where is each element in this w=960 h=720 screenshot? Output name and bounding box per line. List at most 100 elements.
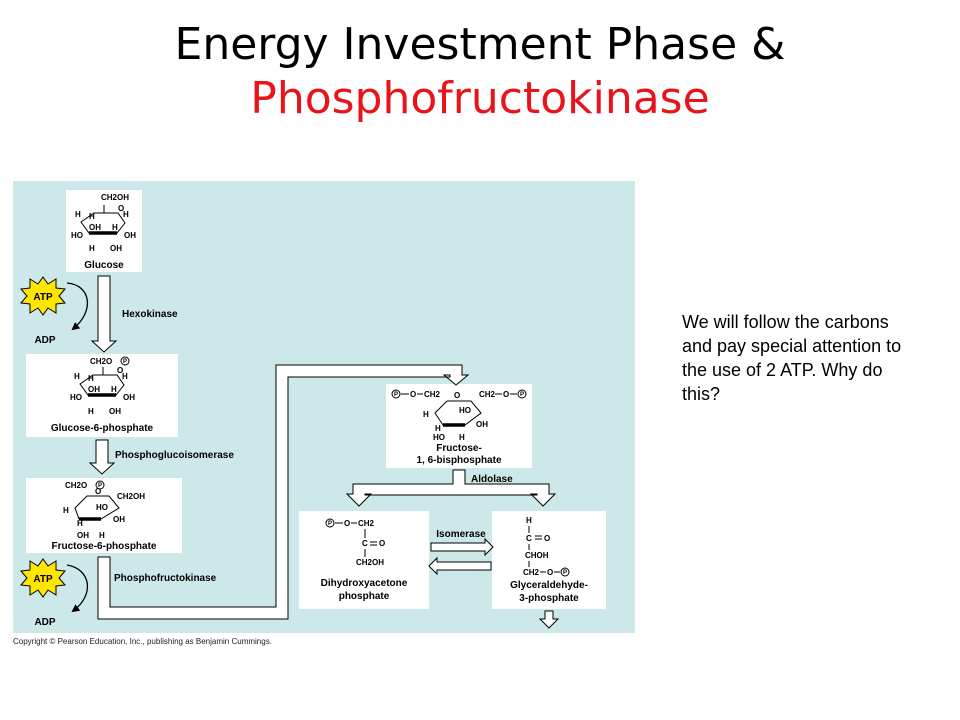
glycolysis-diagram: CH2OH H O H H OH H OH HO H OH Glucose AT…	[13, 181, 635, 633]
f16bp-atom: P	[520, 392, 524, 398]
aldolase-step: Aldolase	[345, 469, 557, 507]
down-arrow	[90, 275, 118, 353]
dhap-label: Dihydroxyacetone	[321, 578, 408, 589]
enzyme-label-aldolase: Aldolase	[471, 474, 513, 485]
f16bp-atom: HO	[459, 406, 471, 415]
f6p-atom: CH2O	[65, 481, 87, 490]
right-arrow	[430, 537, 494, 557]
dhap-atom: C	[362, 539, 368, 548]
glucose-atom: O	[118, 204, 124, 213]
adp-label: ADP	[34, 335, 55, 346]
g3p-atom: P	[563, 570, 567, 576]
atp-label: ATP	[33, 292, 53, 303]
f6p-molecule: CH2O P O CH2OH H HO H OH OH H Fructose-6…	[51, 480, 157, 552]
isomerase-step: Isomerase	[428, 529, 494, 576]
glucose-atom: OH	[124, 231, 136, 240]
title-line-1: Energy Investment Phase &	[174, 19, 786, 70]
g6p-atom: OH	[88, 385, 100, 394]
down-arrow	[538, 610, 560, 629]
dhap-atom: CH2OH	[356, 558, 384, 567]
g3p-label: Glyceraldehyde-	[510, 580, 588, 591]
f16bp-atom: P	[394, 392, 398, 398]
enzyme-label-phosphofructokinase: Phosphofructokinase	[114, 573, 217, 584]
title-line-2: Phosphofructokinase	[250, 73, 710, 124]
g6p-atom: H	[88, 407, 94, 416]
glucose-atom: H	[112, 223, 118, 232]
f16bp-atom: H	[435, 424, 441, 433]
dhap-atom: O	[379, 539, 385, 548]
down-arrow	[88, 439, 116, 475]
f16bp-atom: CH2	[479, 390, 496, 399]
glucose-atom: H	[75, 210, 81, 219]
glucose-molecule: CH2OH H O H H OH H OH HO H OH Glucose	[71, 193, 136, 271]
f16bp-label: 1, 6-bisphosphate	[416, 455, 501, 466]
g3p-atom: O	[544, 534, 550, 543]
g3p-box	[492, 511, 606, 609]
f16bp-molecule: P O CH2 O CH2 O P H HO H OH HO H Fructos…	[391, 389, 527, 466]
g6p-atom: OH	[109, 407, 121, 416]
glucose-box	[66, 190, 142, 272]
dhap-molecule: P O CH2 C O CH2OH Dihydroxyacetone phosp…	[321, 518, 408, 602]
g6p-molecule: CH2O P H O H H OH H OH HO H OH Glucose-6…	[51, 356, 154, 434]
g3p-atom: CH2	[523, 568, 540, 577]
phosphoglucoisomerase-step: Phosphoglucoisomerase	[88, 439, 234, 475]
g6p-atom: OH	[123, 393, 135, 402]
f16bp-atom: OH	[476, 420, 488, 429]
f16bp-atom: O	[410, 390, 416, 399]
glucose-atom: H	[123, 210, 129, 219]
adp-label: ADP	[34, 617, 55, 628]
f6p-atom: P	[98, 483, 102, 489]
g3p-molecule: H C O CHOH CH2 O P Glyceraldehyde- 3-pho…	[510, 516, 588, 629]
g6p-atom: O	[117, 366, 123, 375]
dhap-box	[299, 511, 429, 609]
f16bp-atom: H	[423, 410, 429, 419]
f6p-atom: O	[95, 487, 101, 496]
g6p-atom: H	[74, 372, 80, 381]
f6p-atom: H	[77, 519, 83, 528]
g6p-atom: CH2O	[90, 357, 112, 366]
connector-arrow	[97, 364, 470, 620]
enzyme-label-phosphoglucoisomerase: Phosphoglucoisomerase	[115, 450, 234, 461]
enzyme-label-hexokinase: Hexokinase	[122, 309, 178, 320]
glucose-atom: H	[89, 212, 95, 221]
f16bp-label: Fructose-	[436, 443, 482, 454]
copyright-text: Copyright © Pearson Education, Inc., pub…	[13, 637, 272, 646]
g3p-atom: C	[526, 534, 532, 543]
f16bp-atom: O	[454, 391, 460, 400]
g3p-label: 3-phosphate	[519, 593, 579, 604]
f6p-atom: CH2OH	[117, 492, 145, 501]
left-arrow	[428, 556, 492, 576]
f16bp-atom: HO	[433, 433, 445, 442]
f6p-atom: H	[63, 506, 69, 515]
g6p-atom: HO	[70, 393, 82, 402]
g6p-atom: H	[122, 372, 128, 381]
glucose-label: Glucose	[84, 260, 124, 271]
g3p-atom: H	[526, 516, 532, 525]
hexokinase-step: ATP ADP Hexokinase	[20, 275, 178, 353]
dhap-atom: CH2	[358, 519, 375, 528]
f16bp-atom: CH2	[424, 390, 441, 399]
glucose-atom: CH2OH	[101, 193, 129, 202]
f16bp-atom: H	[459, 433, 465, 442]
f6p-atom: H	[99, 531, 105, 540]
f6p-atom: HO	[96, 503, 108, 512]
atp-burst	[20, 558, 66, 598]
g6p-atom: H	[88, 374, 94, 383]
f6p-atom: OH	[77, 531, 89, 540]
f6p-atom: OH	[113, 515, 125, 524]
f6p-label: Fructose-6-phosphate	[51, 541, 156, 552]
glucose-atom: HO	[71, 231, 83, 240]
g6p-atom: H	[111, 385, 117, 394]
slide-title: Energy Investment Phase & Phosphofructok…	[0, 18, 960, 126]
g6p-atom: P	[123, 359, 127, 365]
dhap-label: phosphate	[339, 591, 390, 602]
diagram-svg: CH2OH H O H H OH H OH HO H OH Glucose AT…	[20, 193, 588, 629]
g3p-atom: O	[547, 568, 553, 577]
dhap-atom: O	[344, 519, 350, 528]
atp-burst	[20, 276, 66, 316]
g6p-label: Glucose-6-phosphate	[51, 423, 154, 434]
side-note: We will follow the carbons and pay speci…	[682, 312, 902, 404]
f16bp-atom: O	[503, 390, 509, 399]
g3p-atom: CHOH	[525, 551, 549, 560]
dhap-atom: P	[328, 521, 332, 527]
